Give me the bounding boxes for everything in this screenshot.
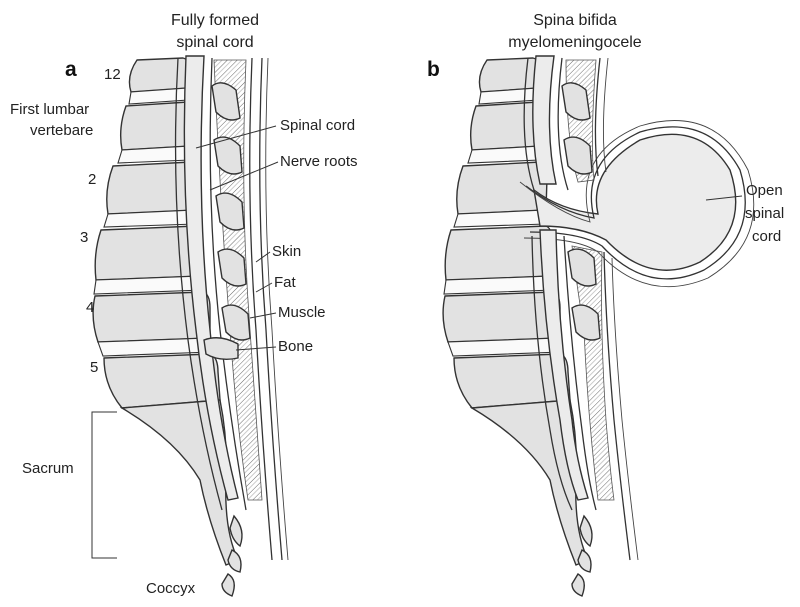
- label-fat: Fat: [274, 274, 296, 292]
- label-vertebra-5: 5: [90, 359, 98, 377]
- label-bone: Bone: [278, 338, 313, 356]
- label-vertebra-12: 12: [104, 66, 121, 84]
- panel-a-illustration: [92, 56, 288, 596]
- label-skin: Skin: [272, 243, 301, 261]
- label-muscle: Muscle: [278, 304, 326, 322]
- label-open-line3: cord: [752, 228, 781, 246]
- sacrum-bracket: [92, 412, 117, 558]
- label-coccyx: Coccyx: [146, 580, 195, 598]
- label-open-line2: spinal: [745, 205, 784, 223]
- label-spinal-cord: Spinal cord: [280, 117, 355, 135]
- panel-a-letter: a: [65, 58, 77, 82]
- label-nerve-roots: Nerve roots: [280, 153, 358, 171]
- panel-b-title-line1: Spina bifida: [480, 10, 670, 32]
- panel-b-title-line2: myelomeningocele: [480, 32, 670, 54]
- label-vertebra-3: 3: [80, 229, 88, 247]
- panel-a-title: Fully formed spinal cord: [130, 10, 300, 54]
- label-sacrum: Sacrum: [22, 460, 74, 478]
- label-vertebra-4: 4: [86, 299, 94, 317]
- label-open-line1: Open: [746, 182, 783, 200]
- panel-a-title-line1: Fully formed: [130, 10, 300, 32]
- panel-a-title-line2: spinal cord: [130, 32, 300, 54]
- label-vertebra-2: 2: [88, 171, 96, 189]
- label-first-lumbar-line2: vertebare: [30, 122, 93, 140]
- panel-b-letter: b: [427, 58, 440, 82]
- panel-b-title: Spina bifida myelomeningocele: [480, 10, 670, 54]
- label-first-lumbar-line1: First lumbar: [10, 101, 89, 119]
- panel-b-illustration: [443, 56, 754, 596]
